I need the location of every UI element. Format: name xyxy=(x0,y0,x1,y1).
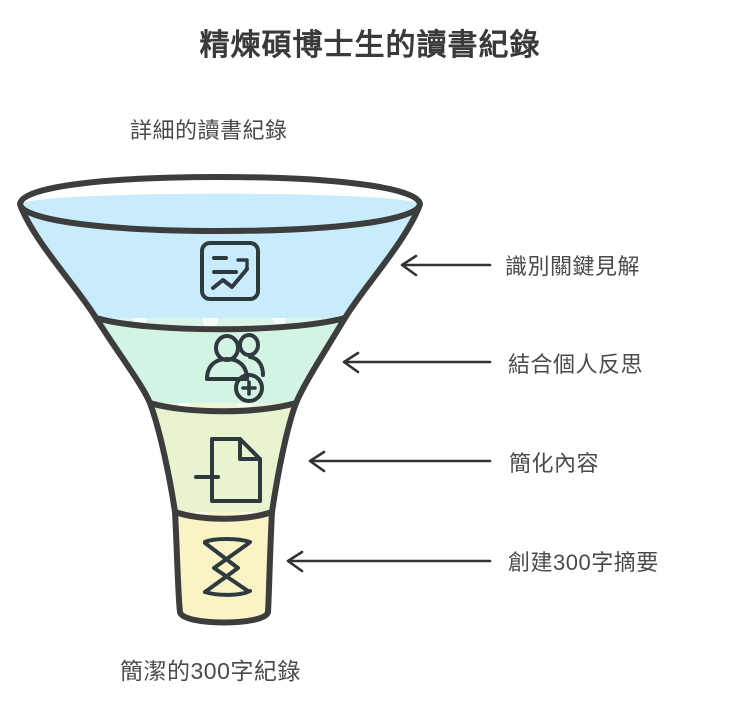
add-users-icon xyxy=(205,333,265,403)
funnel-connectors xyxy=(286,254,492,573)
funnel-stage-1-fill xyxy=(20,193,420,318)
connector-arrow-1 xyxy=(400,254,492,277)
funnel-stage-4-fill xyxy=(175,512,272,621)
funnel-stage-2-label: 結合個人反思 xyxy=(508,352,644,377)
connector-arrow-4 xyxy=(286,550,492,573)
funnel-spout-bottom xyxy=(177,609,271,626)
funnel-stage-3-label: 簡化內容 xyxy=(509,451,600,476)
funnel-divider-3 xyxy=(172,509,275,522)
funnel-stage-1-label: 識別關鍵見解 xyxy=(505,254,641,279)
funnel-divider-1 xyxy=(93,315,348,333)
funnel-input-label: 詳細的讀書紀錄 xyxy=(130,118,288,143)
funnel-divider-2 xyxy=(147,400,299,415)
connector-arrow-2 xyxy=(342,351,492,374)
sigma-sum-icon xyxy=(203,537,252,597)
funnel-outline xyxy=(17,174,423,626)
funnel-output-label: 簡潔的300字紀錄 xyxy=(120,658,301,684)
funnel-top-rim-outer xyxy=(17,174,423,234)
chart-document-icon xyxy=(200,241,260,301)
document-minus-icon xyxy=(194,437,262,503)
funnel-stage-4-label: 創建300字摘要 xyxy=(508,550,659,575)
page-title: 精煉碩博士生的讀書紀錄 xyxy=(199,29,541,62)
connector-arrow-3 xyxy=(308,450,492,473)
